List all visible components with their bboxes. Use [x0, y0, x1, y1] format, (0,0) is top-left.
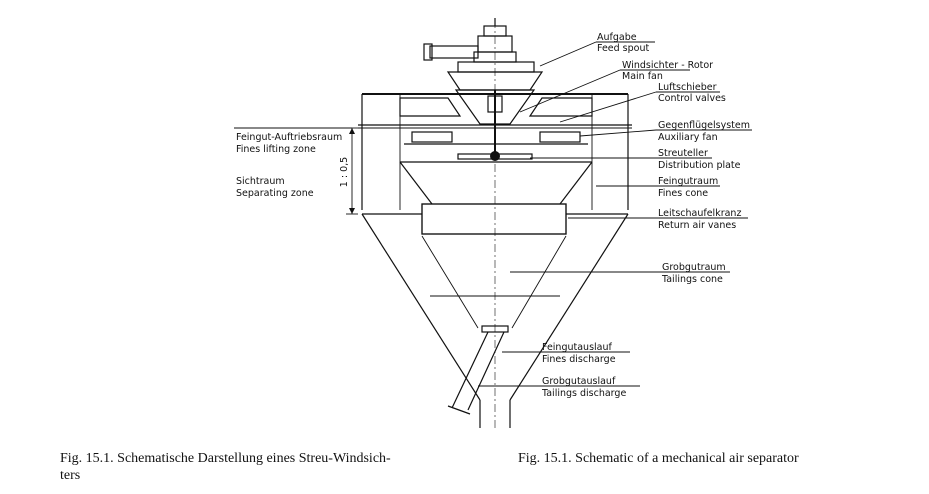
label-tailcone-en: Tailings cone — [661, 274, 723, 285]
label-counter-en: Auxiliary fan — [658, 132, 718, 143]
caption-left-line2: ters — [60, 468, 80, 483]
fines-discharge-pipe — [447, 331, 505, 415]
label-fines-en: Fines cone — [658, 188, 708, 199]
height-dimension: 1 : 0,5 — [234, 127, 358, 215]
label-feed-en: Feed spout — [597, 43, 649, 54]
label-valve-en: Control valves — [658, 93, 726, 104]
caption-left-line1: Fig. 15.1. Schematische Darstellung eine… — [60, 451, 391, 466]
label-plate-en: Distribution plate — [658, 160, 741, 171]
label-rotor-de: Windsichter - Rotor — [622, 60, 713, 71]
label-lift-en: Fines lifting zone — [236, 144, 316, 155]
label-plate-de: Streuteller — [658, 148, 708, 159]
label-taildis-en: Tailings discharge — [541, 388, 626, 399]
label-counter-de: Gegenflügelsystem — [658, 120, 750, 131]
ratio-label: 1 : 0,5 — [339, 157, 350, 187]
return-air-vanes — [421, 203, 567, 235]
label-feed-de: Aufgabe — [597, 32, 637, 43]
label-valve-de: Luftschieber — [658, 82, 717, 93]
label-lift-de: Feingut-Auftriebsraum — [236, 132, 342, 143]
leader-lines — [478, 41, 752, 387]
fines-cone-inner — [399, 161, 593, 205]
label-finesdis-de: Feingutauslauf — [542, 342, 613, 353]
label-fines-de: Feingutraum — [658, 176, 718, 187]
label-sep-de: Sichtraum — [236, 176, 285, 187]
label-rotor-en: Main fan — [622, 71, 663, 82]
feed-spout-pipe — [429, 45, 479, 59]
label-tailcone-de: Grobgutraum — [662, 262, 726, 273]
label-vanes-en: Return air vanes — [658, 220, 736, 231]
label-finesdis-en: Fines discharge — [542, 354, 616, 365]
tailings-cone — [361, 213, 629, 428]
drive-motor — [423, 18, 544, 91]
label-vanes-de: Leitschaufelkranz — [658, 208, 741, 219]
caption-right: Fig. 15.1. Schematic of a mechanical air… — [518, 451, 799, 466]
label-taildis-de: Grobgutauslauf — [542, 376, 616, 387]
label-sep-en: Separating zone — [236, 188, 314, 199]
